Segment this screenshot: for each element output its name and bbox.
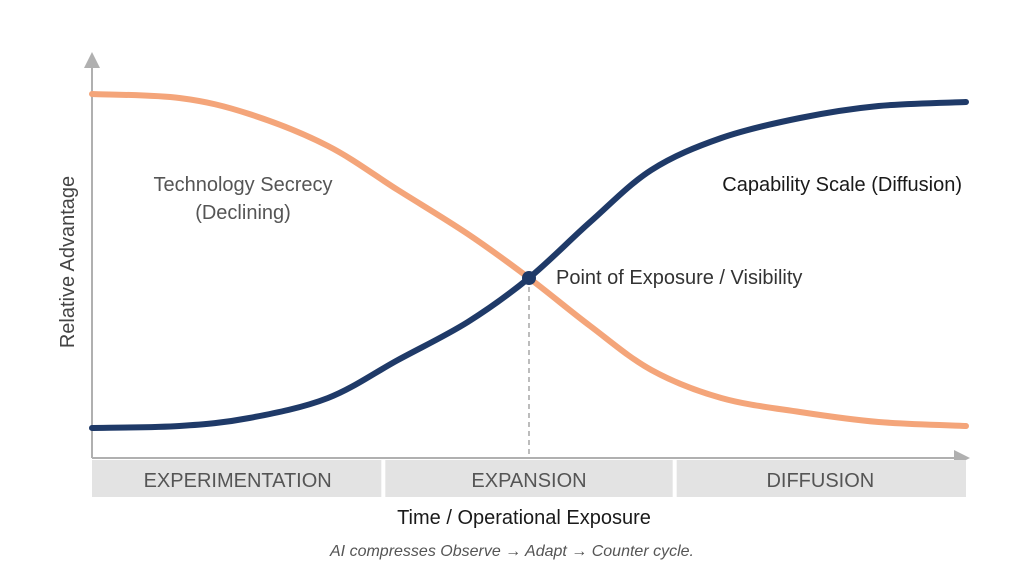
exposure-point <box>522 271 536 285</box>
secrecy-curve <box>89 91 969 429</box>
y-axis-label: Relative Advantage <box>57 176 79 348</box>
caption: AI compresses Observe → Adapt → Counter … <box>329 543 694 560</box>
capability-label: Capability Scale (Diffusion) <box>722 174 962 196</box>
secrecy-label-line1: Technology Secrecy <box>154 174 333 196</box>
phase-label-expansion: EXPANSION <box>471 470 586 492</box>
phase-band-expansion <box>385 460 673 497</box>
phase-band-experimentation <box>92 460 382 497</box>
phase-band-diffusion <box>676 460 966 497</box>
secrecy-label-line2: (Declining) <box>195 202 291 224</box>
exposure-label: Point of Exposure / Visibility <box>556 267 802 289</box>
x-axis-label: Time / Operational Exposure <box>397 507 651 529</box>
phase-label-experimentation: EXPERIMENTATION <box>144 470 332 492</box>
phase-label-diffusion: DIFFUSION <box>766 470 874 492</box>
